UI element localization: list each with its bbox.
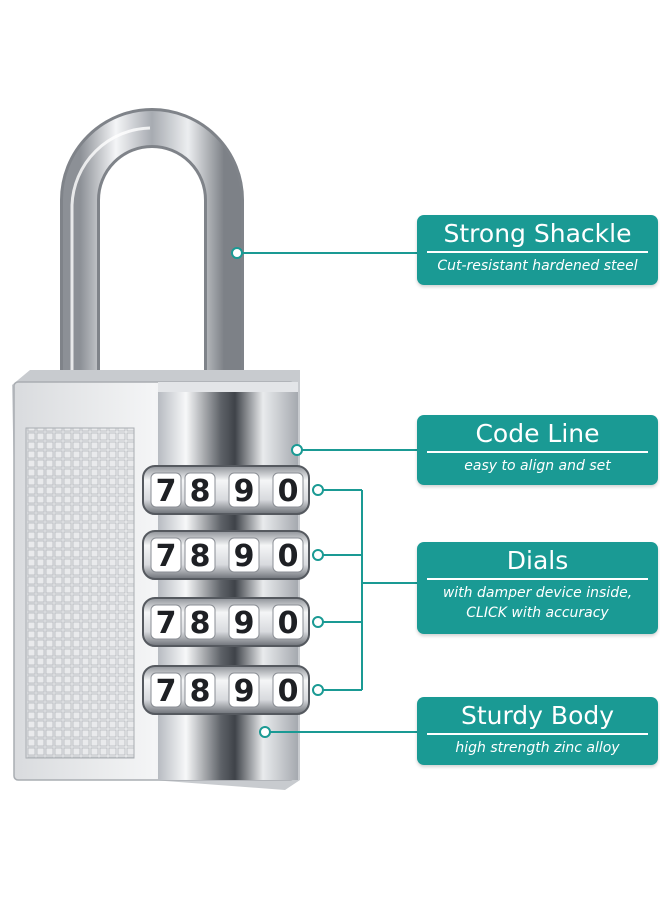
- callout-title: Code Line: [475, 419, 600, 448]
- divider: [427, 733, 648, 735]
- callout-code-line: Code Line easy to align and set: [417, 415, 658, 485]
- callout-connectors: [231, 247, 417, 738]
- dial-window: [150, 604, 182, 640]
- divider: [427, 251, 648, 253]
- callout-title: Strong Shackle: [443, 219, 632, 248]
- dial-window: [150, 472, 182, 508]
- dial-window: [150, 672, 182, 708]
- divider: [427, 578, 648, 580]
- dial-digit: 9: [234, 674, 255, 709]
- dial-digit: 9: [234, 474, 255, 509]
- callout-title: Sturdy Body: [460, 701, 615, 730]
- callout-sturdy-body: Sturdy Body high strength zinc alloy: [417, 697, 658, 765]
- dial-window: [184, 604, 216, 640]
- shackle: [60, 108, 244, 390]
- dial-digit: 9: [234, 539, 255, 574]
- callout-subtitle: Cut-resistant hardened steel: [437, 257, 638, 274]
- dial-digit: 0: [278, 474, 299, 509]
- dial-window: [272, 537, 304, 573]
- dial-window: [272, 472, 304, 508]
- dial-window: [228, 472, 260, 508]
- dial-digit: 8: [190, 474, 211, 509]
- callout-strong-shackle: Strong Shackle Cut-resistant hardened st…: [417, 215, 658, 285]
- dial-digit: 7: [156, 606, 177, 641]
- dial-window: [228, 672, 260, 708]
- dial-digit: 8: [190, 539, 211, 574]
- callout-subtitle: easy to align and set: [464, 457, 611, 474]
- dial-window: [272, 672, 304, 708]
- dial-window: [272, 604, 304, 640]
- dial-digit: 7: [156, 674, 177, 709]
- callout-subtitle-line2: CLICK with accuracy: [466, 604, 609, 621]
- callout-title: Dials: [506, 546, 569, 575]
- callout-dials: Dials with damper device inside, CLICK w…: [417, 542, 658, 634]
- dial-digit: 9: [234, 606, 255, 641]
- callout-subtitle: high strength zinc alloy: [455, 739, 620, 756]
- dial-digit: 8: [190, 674, 211, 709]
- dial-digit: 8: [190, 606, 211, 641]
- dial-digit: 0: [278, 539, 299, 574]
- dial-window: [184, 472, 216, 508]
- dial-window: [184, 672, 216, 708]
- dial-window: [150, 537, 182, 573]
- dial-window: [228, 604, 260, 640]
- callout-subtitle-line1: with damper device inside,: [442, 584, 633, 601]
- dial-digit: 7: [156, 474, 177, 509]
- dial-digit: 7: [156, 539, 177, 574]
- dial-window: [228, 537, 260, 573]
- dial-window: [184, 537, 216, 573]
- dial-digit: 0: [278, 606, 299, 641]
- divider: [427, 451, 648, 453]
- dial-digit: 0: [278, 674, 299, 709]
